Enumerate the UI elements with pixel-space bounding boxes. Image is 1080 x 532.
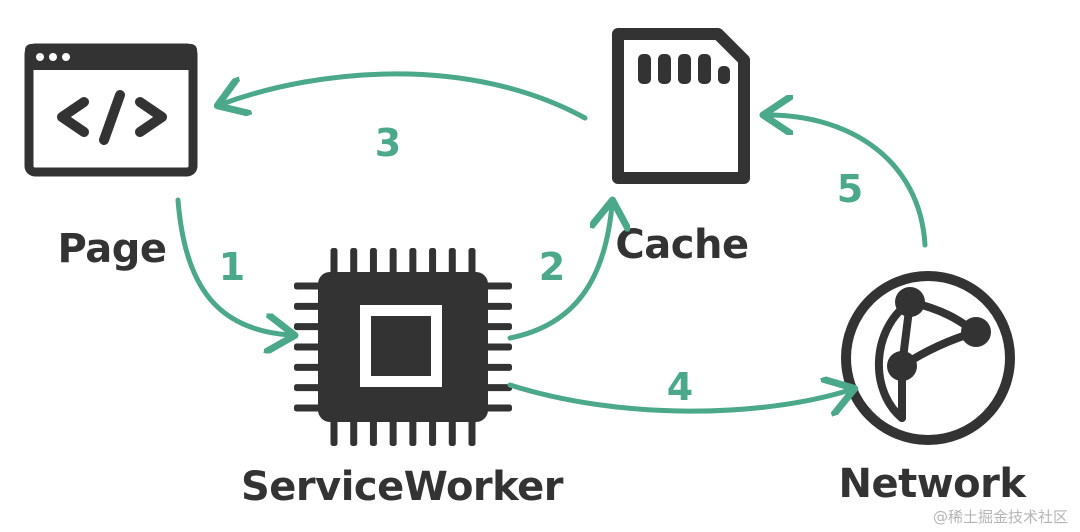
- chip-pin: [448, 248, 456, 276]
- chip-pin: [350, 248, 358, 276]
- chip-pin: [294, 282, 322, 290]
- step-2-label: 2: [539, 245, 565, 289]
- page-label: Page: [58, 226, 167, 272]
- browser-code-window-icon: [24, 43, 198, 177]
- chip-pin: [484, 363, 512, 371]
- chip-pin: [429, 418, 437, 446]
- chip-pin: [468, 418, 476, 446]
- sd-card-icon: [612, 28, 750, 184]
- chip-pin: [294, 384, 322, 392]
- arrow-step-2: [507, 205, 612, 341]
- chip-pin: [409, 418, 417, 446]
- chip-pin: [409, 248, 417, 276]
- chip-pin: [484, 302, 512, 310]
- chip-pin: [330, 248, 338, 276]
- chip-pin: [484, 343, 512, 351]
- cache-label: Cache: [615, 222, 748, 268]
- chip-pin: [484, 384, 512, 392]
- chip-pin: [369, 418, 377, 446]
- step-3-label: 3: [375, 121, 401, 165]
- chip-pin: [448, 418, 456, 446]
- chip-pin: [294, 343, 322, 351]
- chip-pin: [294, 302, 322, 310]
- chip-pin: [294, 404, 322, 412]
- step-5-label: 5: [837, 167, 863, 211]
- globe-network-icon: [841, 271, 1015, 445]
- chip-pin: [484, 282, 512, 290]
- chip-pin: [484, 323, 512, 331]
- chip-pin: [369, 248, 377, 276]
- chip-pin: [429, 248, 437, 276]
- chip-pin: [389, 418, 397, 446]
- cpu-chip-icon: [294, 248, 512, 446]
- arrow-step-1: [175, 197, 290, 335]
- watermark-text: @稀土掘金技术社区: [933, 508, 1068, 526]
- arrow-step-3: [222, 71, 588, 121]
- step-1-label: 1: [219, 245, 245, 289]
- chip-pin: [350, 418, 358, 446]
- chip-pin: [294, 323, 322, 331]
- chip-pin: [468, 248, 476, 276]
- chip-pin: [389, 248, 397, 276]
- arrow-step-5: [768, 115, 928, 248]
- step-4-label: 4: [667, 365, 693, 409]
- service-worker-label: ServiceWorker: [241, 464, 564, 510]
- chip-pin: [294, 363, 322, 371]
- chip-pin: [330, 418, 338, 446]
- arrow-step-4: [507, 385, 850, 411]
- chip-pin: [484, 404, 512, 412]
- network-label: Network: [839, 461, 1028, 507]
- chip-pins: [294, 248, 512, 446]
